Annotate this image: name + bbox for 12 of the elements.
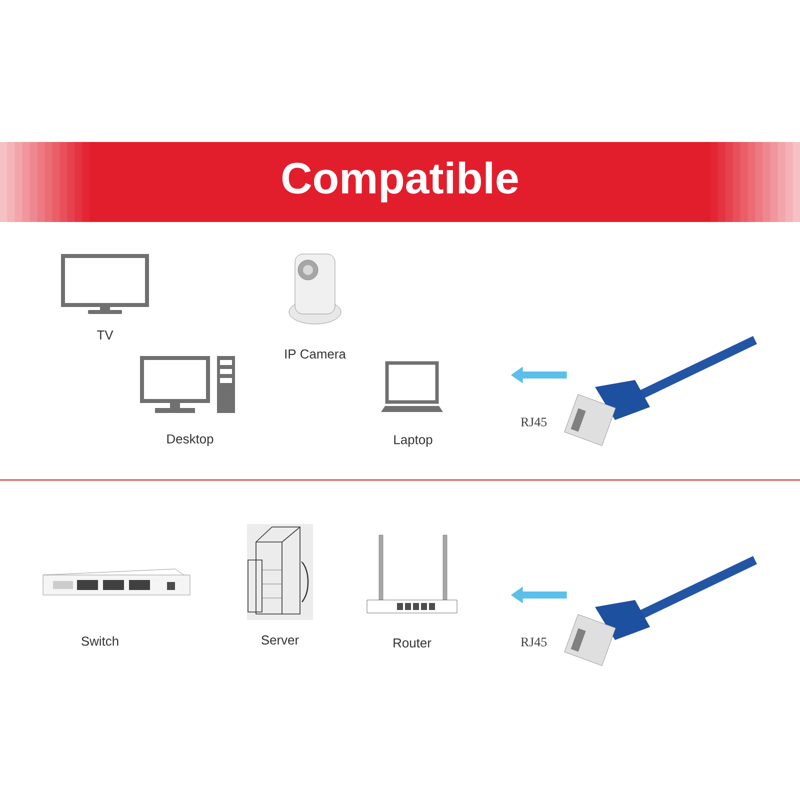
cable-drawing bbox=[564, 336, 757, 446]
cable-drawing bbox=[564, 556, 757, 666]
edge-label: RJ45 bbox=[520, 418, 547, 426]
device-label: IP Camera bbox=[285, 349, 346, 359]
edge-label: RJ45 bbox=[520, 638, 547, 646]
device-label: Desktop bbox=[167, 434, 214, 446]
device-label: Router bbox=[394, 638, 432, 648]
device-label: Laptop bbox=[394, 435, 432, 447]
banner-title: Compatible bbox=[282, 162, 518, 202]
device-label: Switch bbox=[82, 636, 118, 646]
device-label: TV bbox=[97, 330, 114, 340]
device-label: Server bbox=[262, 635, 299, 645]
